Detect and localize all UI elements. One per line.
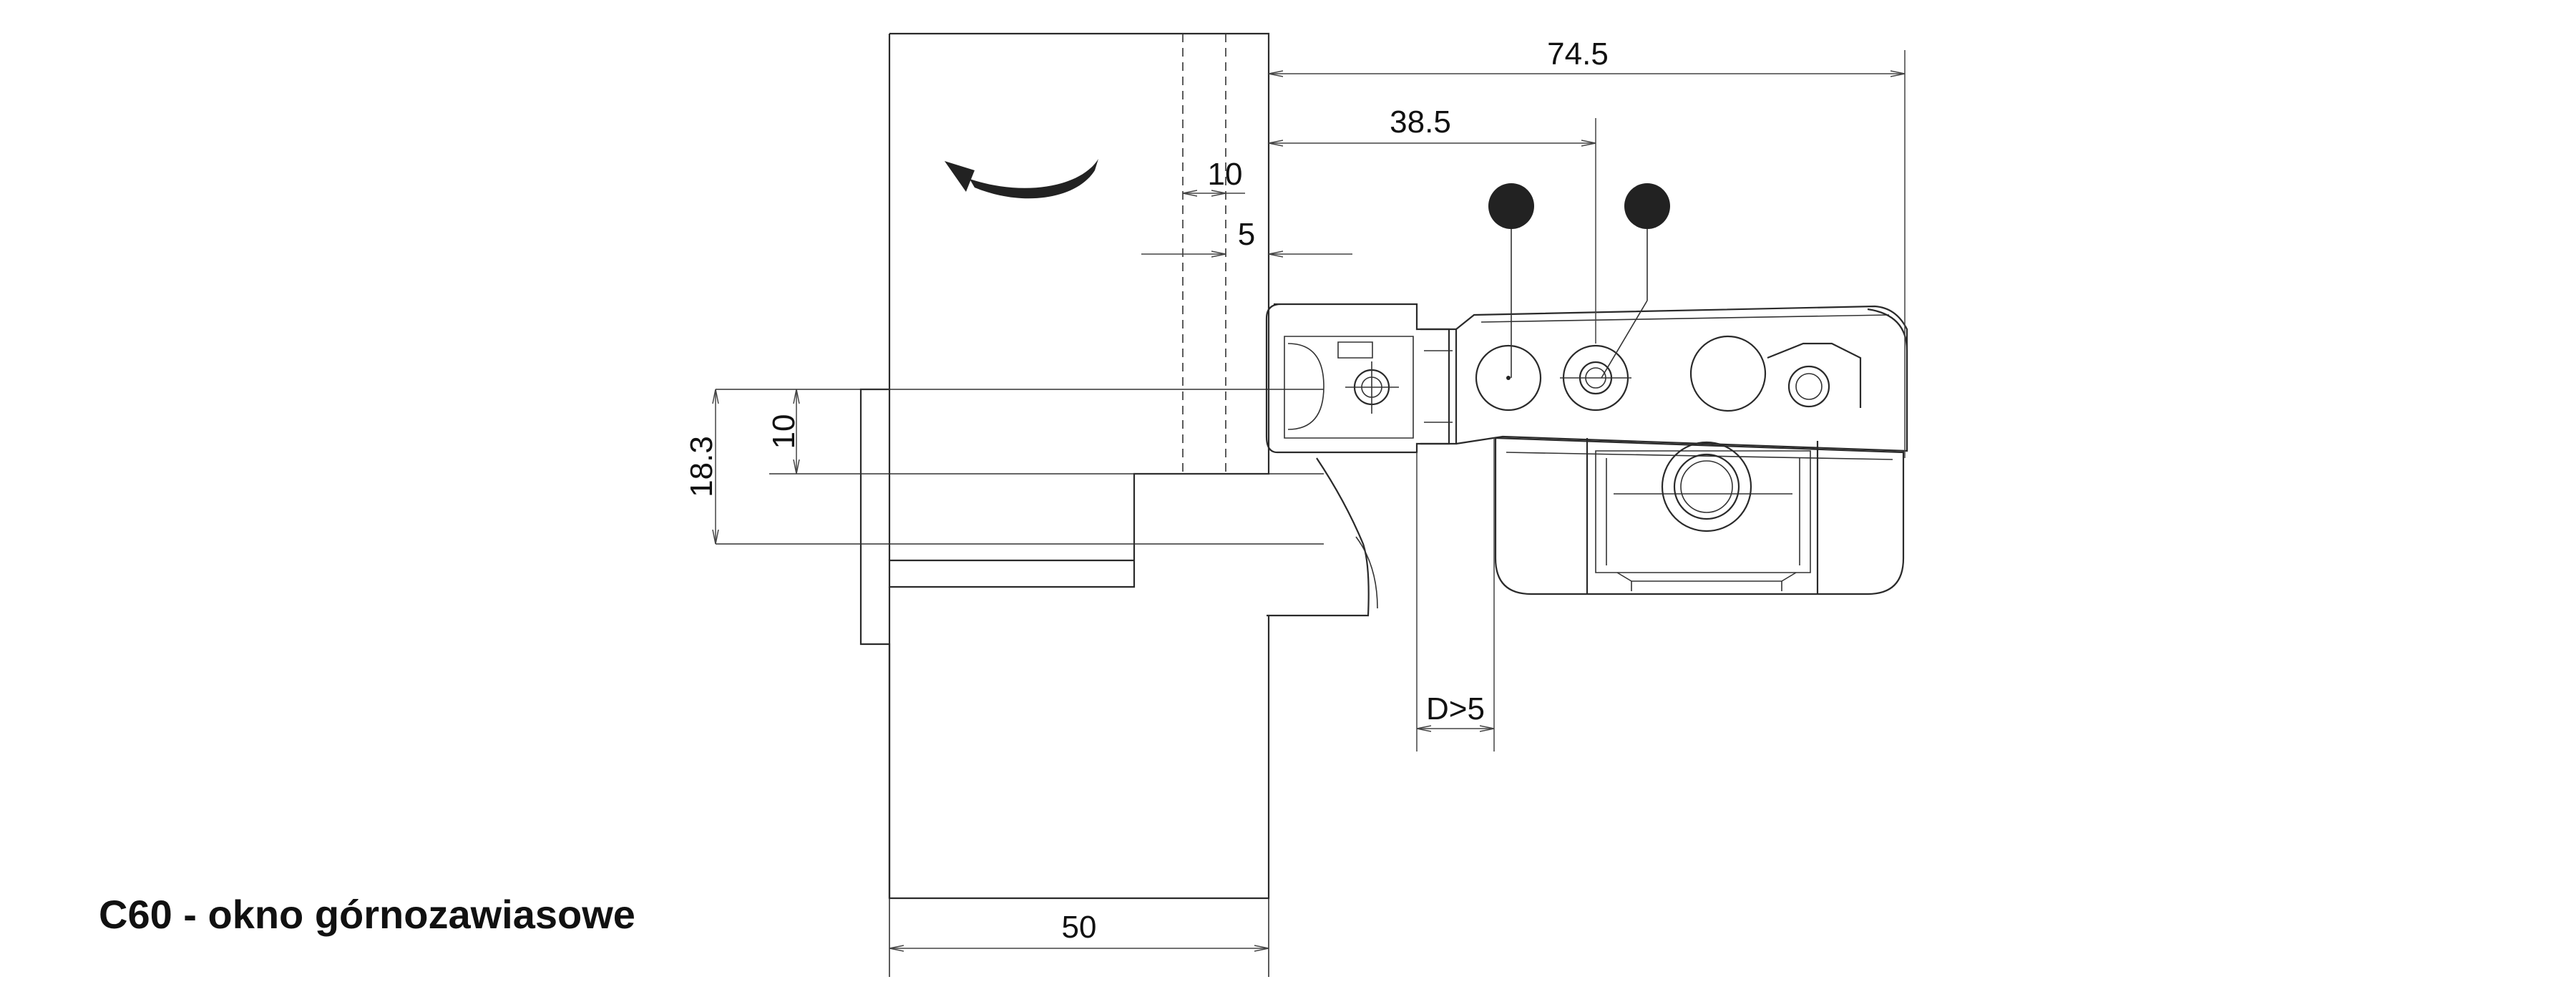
- dim-label-5: 5: [1238, 217, 1255, 252]
- dim-label-38-5: 38.5: [1390, 104, 1451, 140]
- dim-label-74-5: 74.5: [1547, 37, 1609, 72]
- dimension-50: 50: [889, 910, 1269, 948]
- dim-label-50: 50: [1062, 910, 1097, 945]
- marker-dot-left: [1488, 183, 1534, 229]
- hinge-assembly: [1265, 303, 1908, 617]
- drawing-caption: C60 - okno górnozawiasowe: [99, 892, 635, 937]
- dim-label-10-side: 10: [766, 414, 801, 449]
- dim-label-10-top: 10: [1208, 157, 1243, 192]
- dim-label-18-3: 18.3: [684, 436, 719, 497]
- rotation-arrow-icon: [945, 159, 1098, 199]
- dimension-74-5: 74.5: [1269, 37, 1906, 458]
- dimension-38-5: 38.5: [1269, 104, 1596, 344]
- dimension-5: 5: [1141, 217, 1352, 254]
- dimension-18-3: 18.3: [684, 389, 719, 544]
- dimension-10-top: 10: [1183, 157, 1245, 193]
- assembly-markers: [1488, 183, 1670, 379]
- dimension-clearance: D>5: [1416, 438, 1495, 752]
- dim-label-clearance: D>5: [1426, 691, 1485, 726]
- dimension-10-side: 10: [766, 389, 801, 474]
- marker-dot-right: [1624, 183, 1670, 229]
